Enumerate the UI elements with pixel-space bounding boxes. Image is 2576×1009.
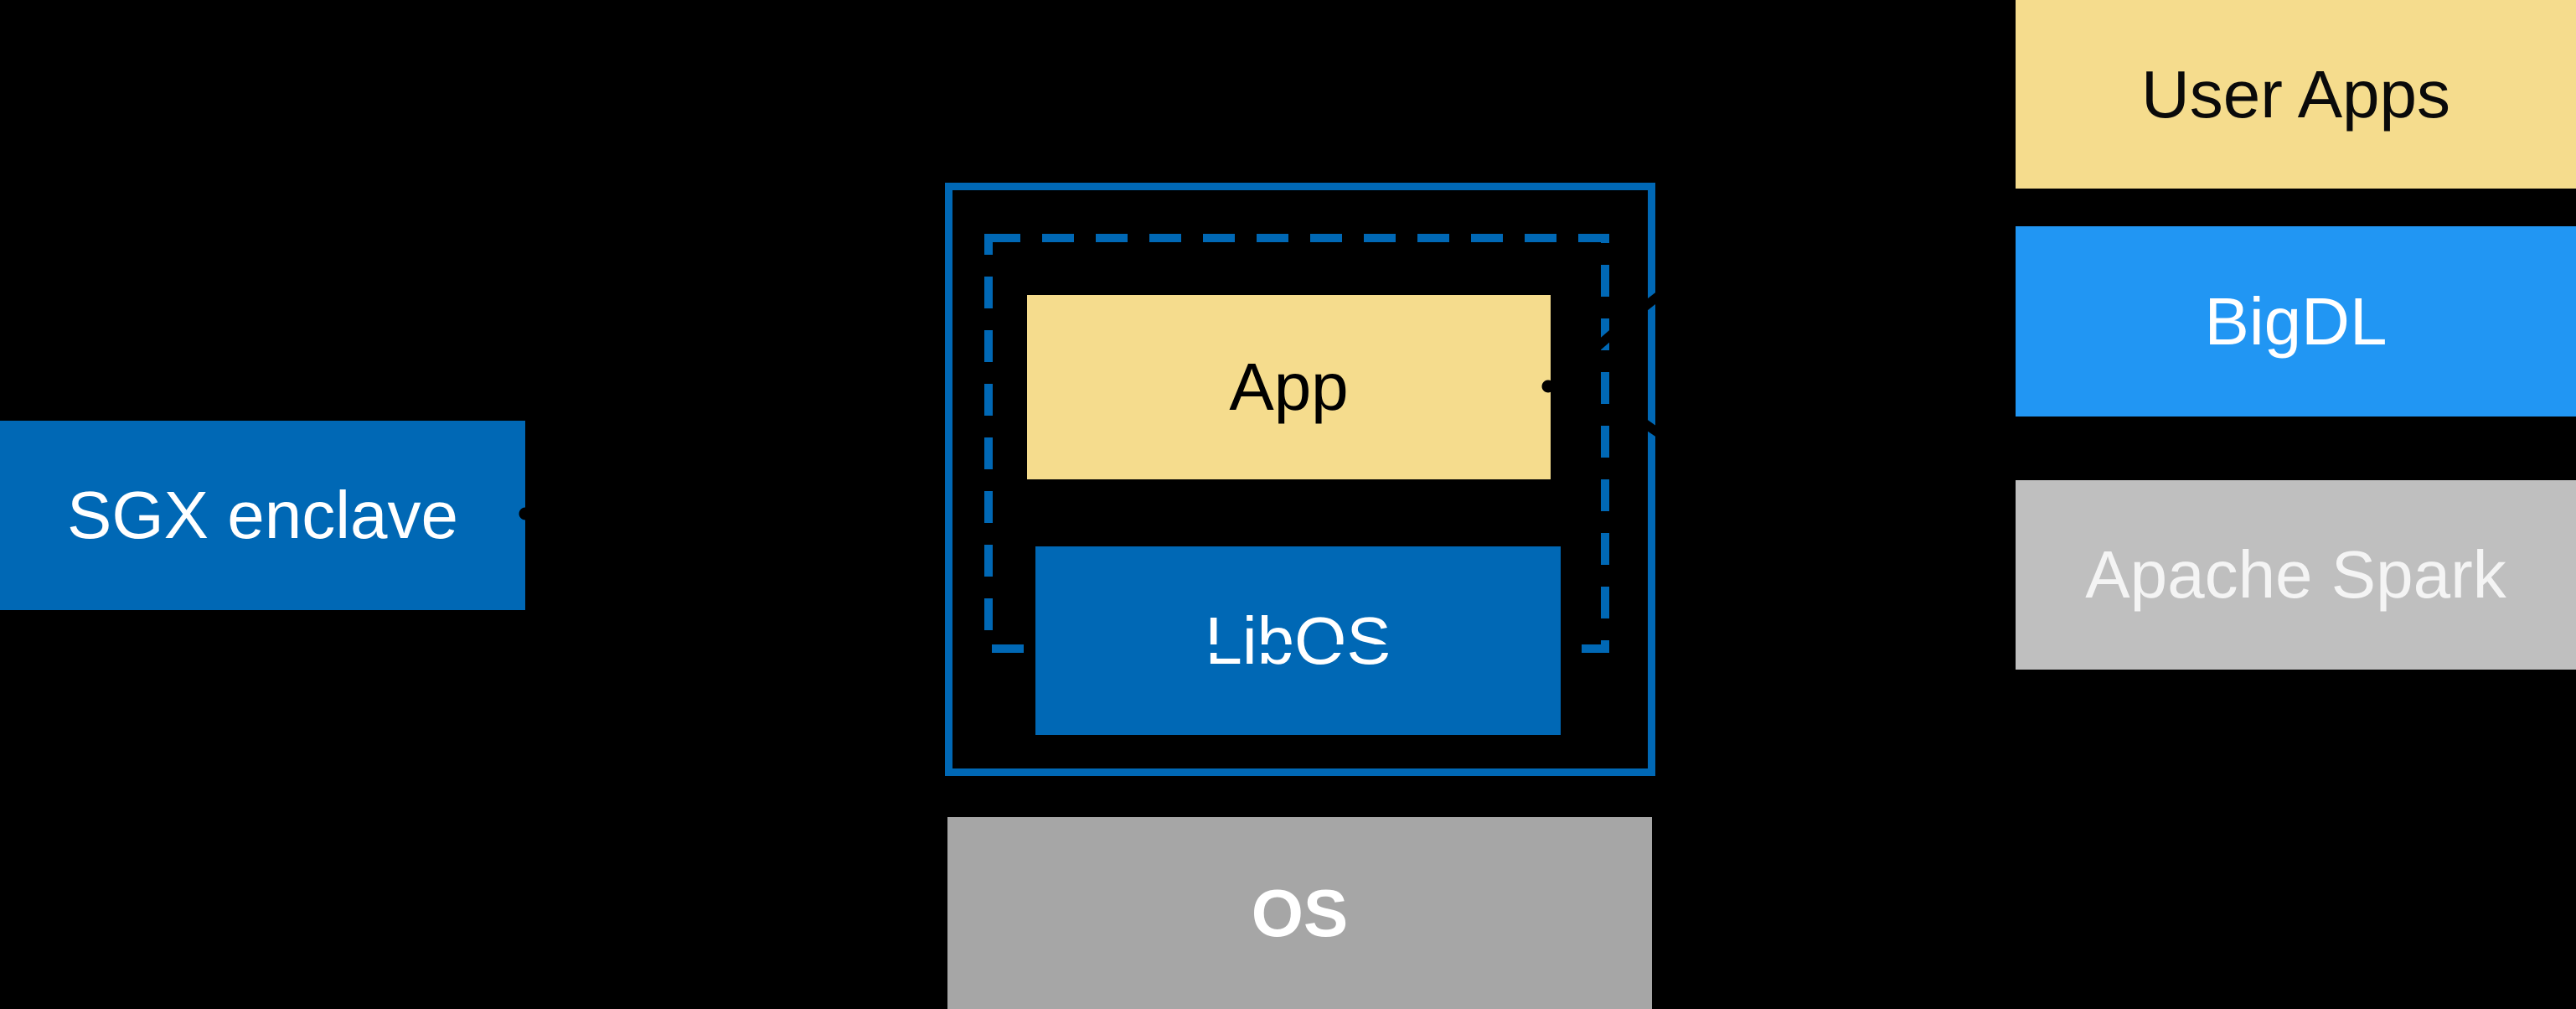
apache-spark-box: Apache Spark <box>2016 480 2576 670</box>
user-apps-label: User Apps <box>2140 56 2451 132</box>
libos-label: LibOS <box>1205 603 1391 678</box>
host-machine-box <box>945 183 1655 776</box>
os-label: OS <box>1251 875 1349 950</box>
sgx-enclave-label: SGX enclave <box>67 478 458 552</box>
bigdl-label: BigDL <box>2204 283 2388 359</box>
apache-spark-label: Apache Spark <box>2085 537 2506 612</box>
bigdl-box: BigDL <box>2016 226 2576 417</box>
sgx-enclave-box: SGX enclave <box>0 421 525 610</box>
app-box: App <box>1027 295 1551 479</box>
user-apps-box: User Apps <box>2016 0 2576 189</box>
app-label: App <box>1229 349 1349 424</box>
libos-box: LibOS <box>1035 546 1561 735</box>
os-box: OS <box>947 817 1652 1009</box>
